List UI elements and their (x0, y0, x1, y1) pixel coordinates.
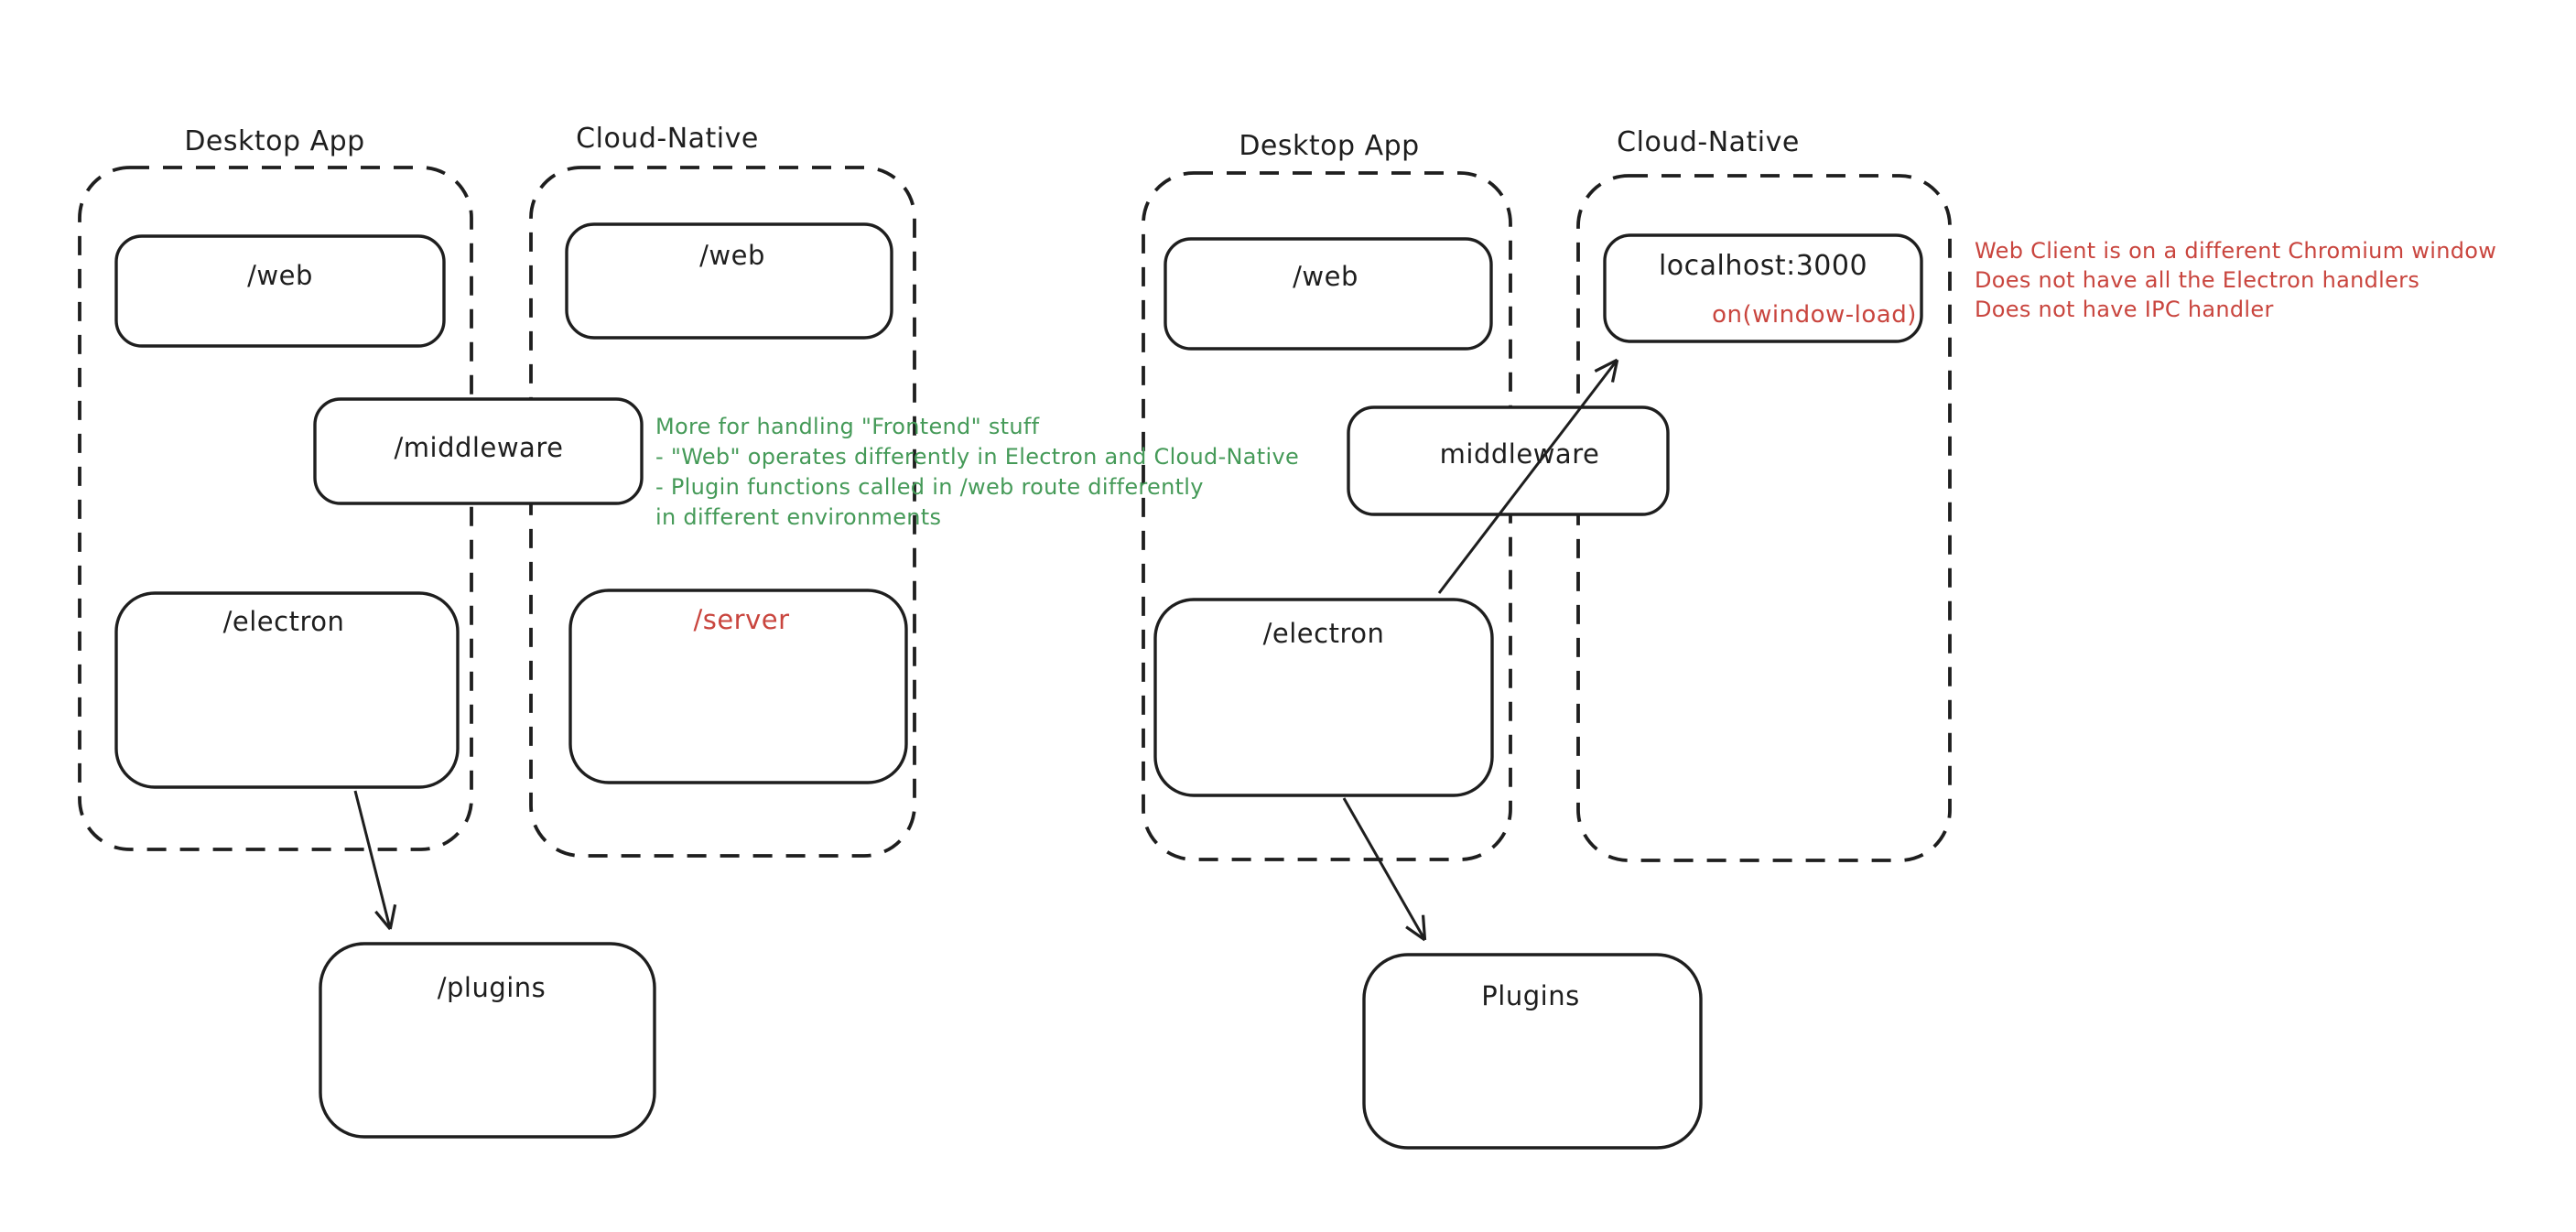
left-electron-box (114, 591, 460, 789)
right-middleware-box (1347, 405, 1670, 516)
right-web-box (1164, 237, 1493, 351)
left-desktop-web-box (114, 234, 446, 348)
red-note: Web Client is on a different Chromium wi… (1975, 236, 2496, 324)
right-localhost-label: localhost:3000 (1658, 250, 1868, 282)
right-electron-label: /electron (1262, 618, 1385, 649)
green-note-line: - Plugin functions called in /web route … (655, 474, 1204, 500)
left-cloud-web-label: /web (699, 240, 765, 271)
right-plugins-box (1362, 953, 1703, 1150)
green-note-line: More for handling "Frontend" stuff (655, 414, 1040, 439)
left-desktop-app-label: Desktop App (184, 125, 365, 157)
right-desktop-app-label: Desktop App (1239, 130, 1420, 162)
left-middleware-label: /middleware (394, 432, 564, 463)
green-note-line: in different environments (655, 504, 942, 530)
red-note-line: Does not have all the Electron handlers (1975, 267, 2420, 293)
left-server-box (568, 589, 908, 784)
right-middleware-label: middleware (1439, 438, 1600, 470)
right-localhost-box (1603, 233, 1923, 343)
green-note: More for handling "Frontend" stuff - "We… (655, 412, 1299, 533)
green-note-line: - "Web" operates differently in Electron… (655, 444, 1300, 470)
left-desktop-web-label: /web (247, 260, 313, 291)
right-cloud-native-label: Cloud-Native (1617, 126, 1800, 158)
left-plugins-box (319, 942, 656, 1139)
right-electron-box (1153, 598, 1494, 797)
left-electron-to-plugins-arrow (353, 790, 397, 931)
left-desktop-app-container (78, 166, 473, 851)
left-plugins-label: /plugins (437, 972, 547, 1003)
right-electron-to-localhost-arrow (1437, 358, 1619, 594)
right-desktop-app-container (1142, 171, 1512, 861)
left-cloud-native-label: Cloud-Native (576, 123, 759, 155)
left-cloud-web-box (565, 222, 893, 340)
right-electron-to-plugins-arrow (1342, 797, 1427, 942)
left-middleware-box (313, 397, 644, 505)
right-web-label: /web (1293, 261, 1358, 292)
red-note-line: Does not have IPC handler (1975, 297, 2274, 322)
right-localhost-event-label: on(window-load) (1712, 301, 1917, 329)
right-cloud-native-container (1576, 174, 1952, 862)
red-note-line: Web Client is on a different Chromium wi… (1975, 238, 2497, 264)
left-server-label: /server (693, 604, 790, 635)
right-plugins-label: Plugins (1481, 980, 1580, 1011)
left-cloud-native-container (529, 166, 916, 858)
left-electron-label: /electron (222, 606, 345, 637)
